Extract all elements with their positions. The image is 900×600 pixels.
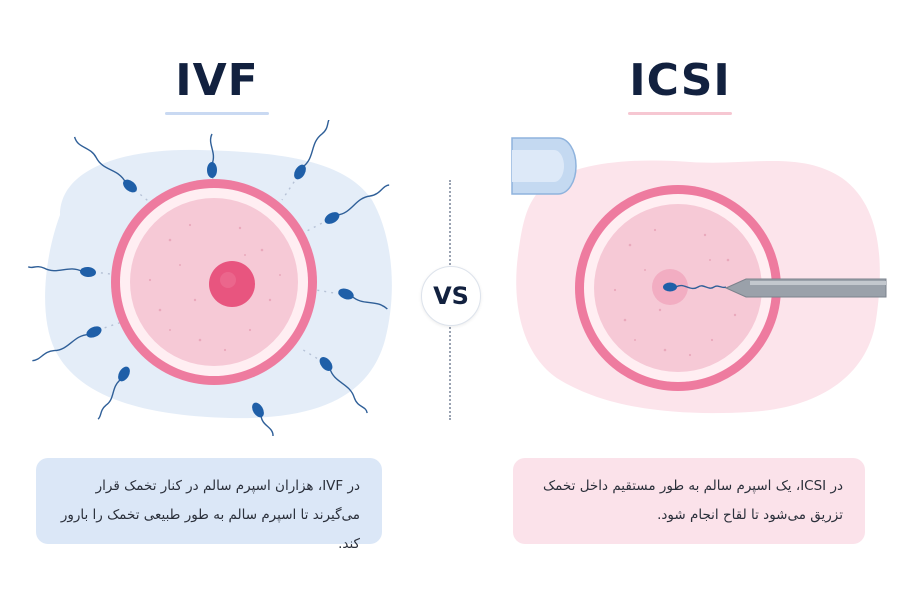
ivf-title: IVF [175,55,259,106]
icsi-title: ICSI [629,55,731,106]
ivf-caption: در IVF، هزاران اسپرم سالم در کنار تخمک ق… [36,458,382,552]
icsi-title-underline [628,112,732,115]
icsi-panel: ICSI در ICS [450,0,900,600]
sperm-icon [338,288,388,310]
injection-needle [724,278,887,298]
ivf-diagram [27,120,392,437]
icsi-caption: در ICSI، یک اسپرم سالم به طور مستقیم داخ… [513,458,865,544]
ivf-panel: IVF [27,55,392,552]
sperm-icon [73,136,137,193]
ivf-egg-speckles [148,223,281,352]
sperm-icon [207,133,217,178]
ivf-sperm-group [27,120,390,437]
sperm-icon [319,357,368,414]
sperm-icon [252,402,274,437]
injected-sperm-icon [663,282,727,292]
sperm-icon [97,366,130,420]
icsi-egg-speckles [613,228,737,357]
icsi-diagram [511,137,887,414]
ivf-title-underline [165,112,269,115]
sperm-icon [27,266,96,278]
holding-pipette [511,137,577,195]
vs-badge: VS [421,266,481,326]
ivf-guide-lines [93,169,341,363]
sperm-icon [324,184,390,224]
sperm-icon [32,326,102,362]
sperm-icon [294,120,333,180]
